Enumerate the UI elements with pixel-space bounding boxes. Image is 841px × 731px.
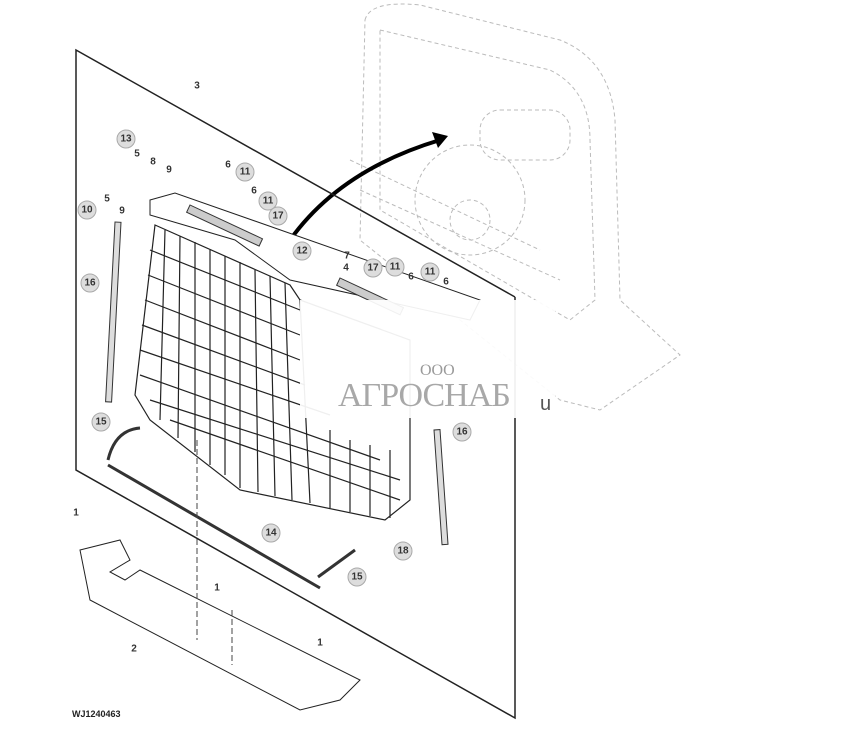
watermark-name: АГРОСНАБ: [338, 377, 511, 414]
watermark-suffix: u: [540, 393, 552, 415]
sheet-border: [75, 48, 516, 720]
watermark-prefix: ООО: [420, 362, 455, 379]
arrow: [288, 138, 441, 242]
mesh-screen: [134, 224, 411, 521]
bottom-plate: [79, 539, 361, 711]
side-strips: [105, 221, 449, 590]
machine-outline: [349, 3, 681, 411]
arrow-head: [432, 132, 448, 148]
watermark-backdrop: [300, 300, 555, 418]
drawing-code: WJ1240463: [72, 709, 121, 719]
seal-strip: [185, 204, 264, 247]
